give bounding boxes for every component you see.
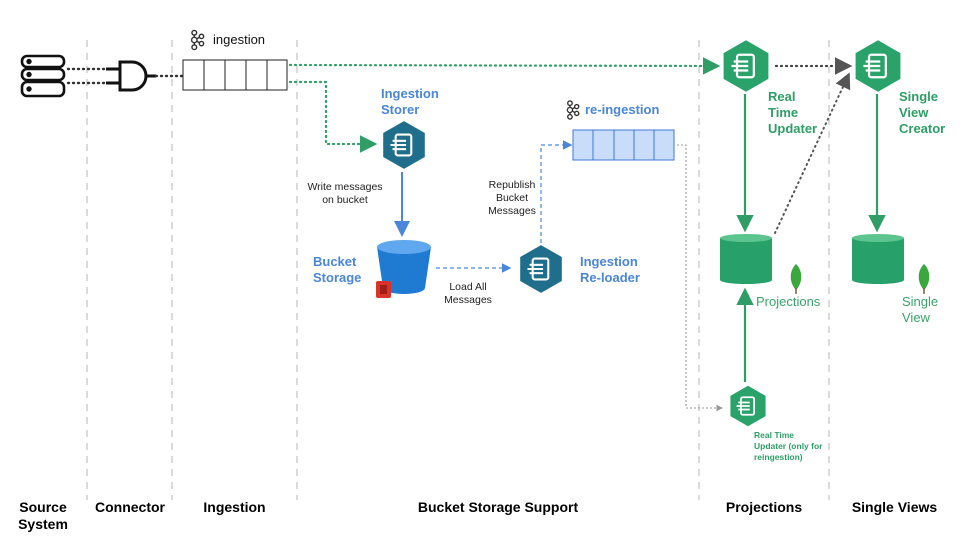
column-label-single-views: Single Views [851, 499, 938, 515]
real-time-updater-icon[interactable] [722, 39, 770, 93]
ingestion-reloader-icon[interactable] [519, 244, 563, 294]
column-label-connector: Connector [95, 499, 165, 515]
bucket-storage-label: Bucket Storage [313, 254, 362, 285]
ingestion-to-storer-link [288, 80, 378, 153]
single-view-creator-label: Single View Creator [899, 89, 946, 136]
source-connector-links [66, 67, 112, 85]
write-messages-label: Write messages on bucket [307, 181, 383, 206]
projections-to-svc-link [774, 72, 851, 234]
column-separators [86, 40, 830, 500]
column-label-projections: Projections [725, 499, 803, 515]
column-label-ingestion: Ingestion [203, 499, 266, 515]
plug-icon [106, 60, 156, 92]
kafka-icon [566, 100, 580, 120]
column-label-source-system: Source System [18, 499, 68, 532]
single-view-db-icon [852, 234, 904, 284]
ingestion-topic-queue[interactable] [182, 59, 288, 91]
column-label-bucket-storage-support: Bucket Storage Support [417, 499, 579, 515]
single-view-creator-icon[interactable] [854, 39, 902, 93]
real-time-updater-label: Real Time Updater [768, 89, 818, 136]
load-all-label: Load All Messages [444, 281, 492, 306]
projections-db-icon [720, 234, 772, 284]
mongodb-leaf-icon [918, 264, 930, 294]
ingestion-reloader-label: Ingestion Re-loader [580, 254, 640, 285]
reloader-to-reingestion-link [540, 140, 573, 243]
database-icon [20, 54, 66, 98]
projections-label: Projections [756, 294, 821, 309]
republish-label: Republish Bucket Messages [488, 179, 536, 217]
rtu-reingestion-label: Real Time Updater (only for reingestion) [754, 430, 823, 462]
reingestion-topic-queue[interactable] [572, 129, 675, 161]
reingestion-to-rtu-reingestion-link [677, 144, 724, 412]
rtu-reingestion-icon[interactable] [729, 384, 767, 428]
ingestion-storer-label: Ingestion Storer [381, 86, 439, 117]
reingestion-topic-label: re-ingestion [585, 102, 660, 117]
single-view-label: Single View [902, 294, 939, 325]
ingestion-topic-label: ingestion [213, 32, 266, 47]
bucket-storage-icon [376, 240, 431, 298]
kafka-icon [190, 29, 205, 51]
mongodb-leaf-icon [790, 264, 802, 294]
ingestion-to-rtu-link [288, 57, 721, 75]
ingestion-storer-icon[interactable] [382, 120, 426, 170]
